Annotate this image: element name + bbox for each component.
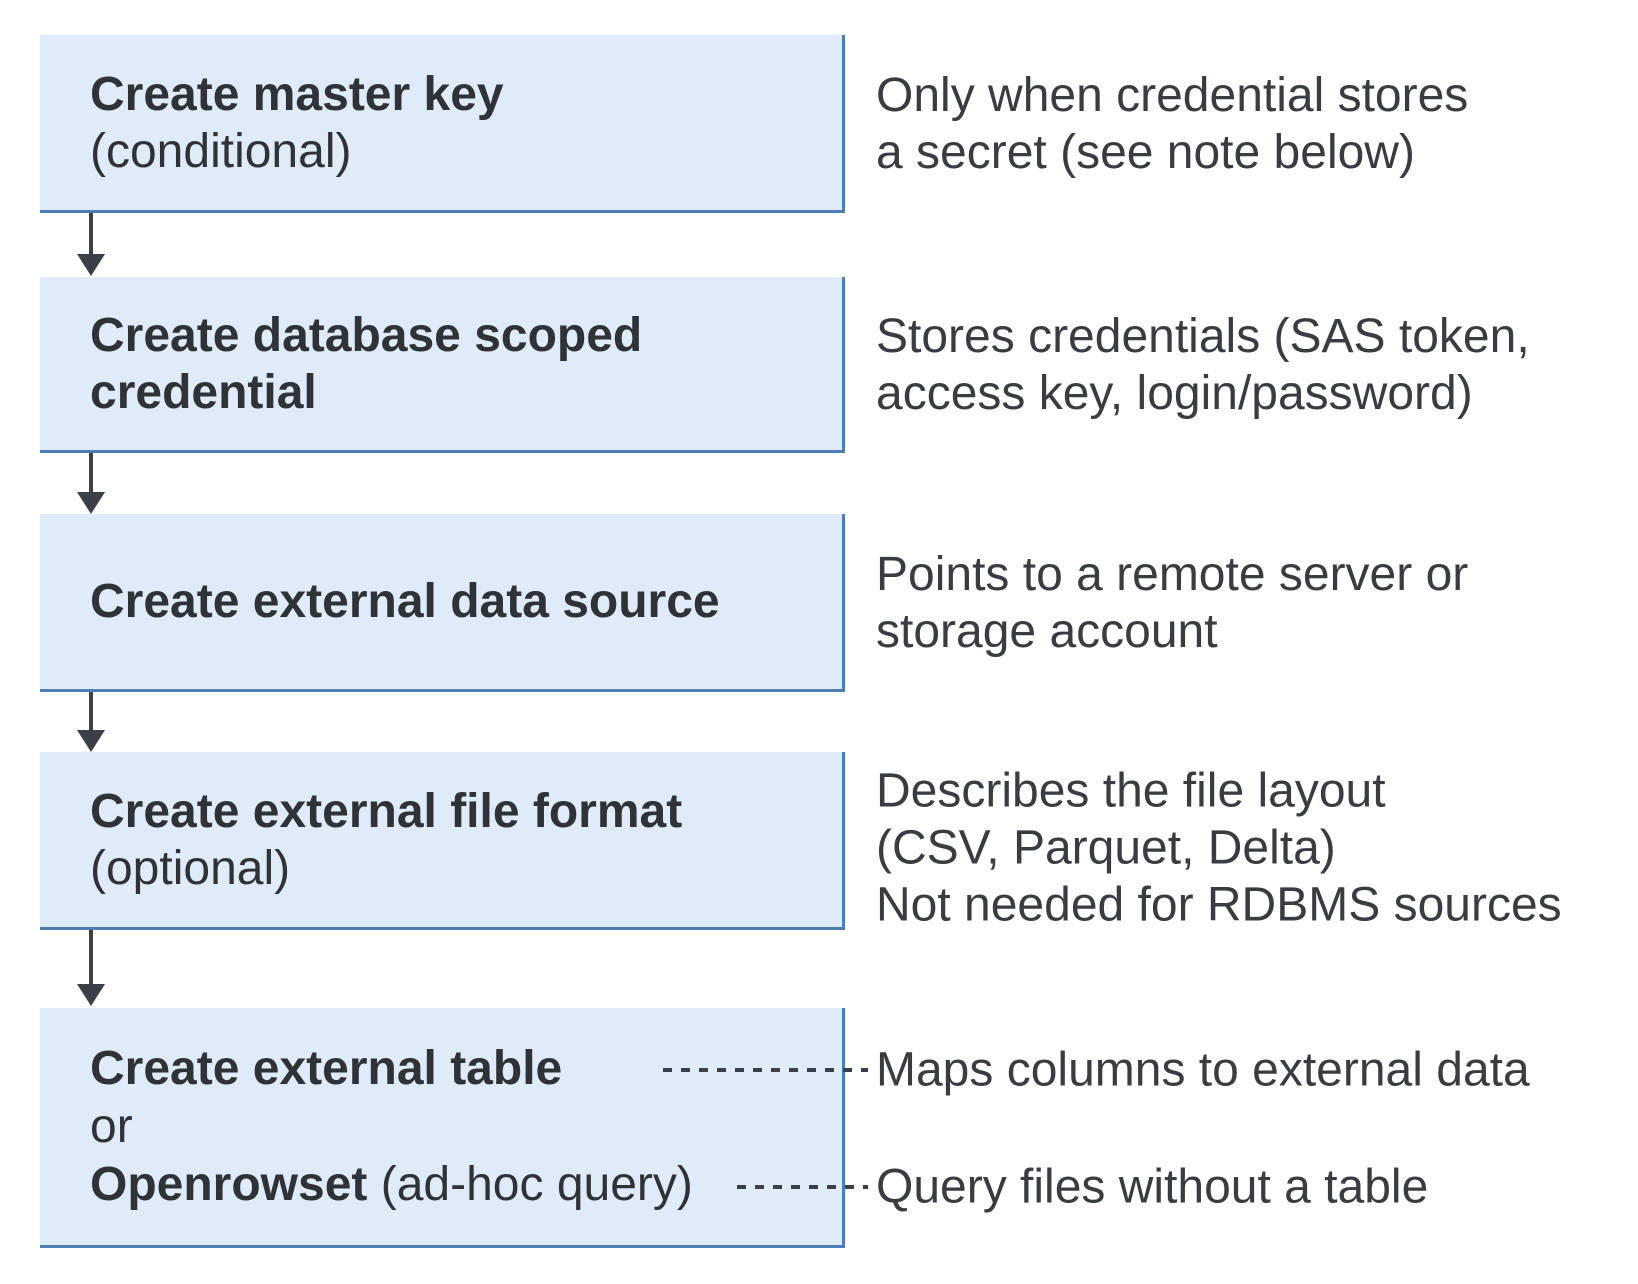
arrow-line bbox=[89, 213, 93, 258]
arrow-head-icon bbox=[77, 492, 105, 514]
note-query-files: Query files without a table bbox=[876, 1160, 1429, 1214]
note-create-external-data-source: Points to a remote server or storage acc… bbox=[876, 548, 1469, 658]
flow-arrow-4 bbox=[77, 930, 105, 1006]
flow-box-create-external-table-or-openrowset: Create external table or Openrowset (ad-… bbox=[40, 1008, 845, 1248]
box-title-openrowset: Openrowset (ad-hoc query) bbox=[90, 1156, 822, 1214]
arrow-line bbox=[89, 692, 93, 734]
arrow-line bbox=[89, 453, 93, 496]
arrow-line bbox=[89, 930, 93, 988]
dashed-connector-openrowset bbox=[737, 1185, 868, 1189]
dashed-connector-external-table bbox=[663, 1068, 868, 1072]
note-create-database-scoped-credential: Stores credentials (SAS token, access ke… bbox=[876, 310, 1530, 420]
flow-box-create-database-scoped-credential: Create database scoped credential bbox=[40, 277, 845, 453]
flow-arrow-3 bbox=[77, 692, 105, 752]
box-title-create-external-data-source: Create external data source bbox=[90, 575, 720, 628]
box-text-or: or bbox=[90, 1099, 133, 1153]
openrowset-suffix: (ad-hoc query) bbox=[367, 1157, 693, 1211]
flow-arrow-1 bbox=[77, 213, 105, 276]
flow-arrow-2 bbox=[77, 453, 105, 514]
openrowset-label: Openrowset bbox=[90, 1157, 368, 1211]
box-title-create-master-key: Create master key bbox=[90, 67, 504, 121]
flow-box-create-external-data-source: Create external data source bbox=[40, 514, 845, 692]
arrow-head-icon bbox=[77, 254, 105, 276]
note-maps-columns: Maps columns to external data bbox=[876, 1043, 1530, 1097]
arrow-head-icon bbox=[77, 730, 105, 752]
box-title-create-external-table: Create external table bbox=[90, 1040, 822, 1098]
box-subtitle-conditional: (conditional) bbox=[90, 124, 352, 178]
flow-box-create-master-key: Create master key (conditional) bbox=[40, 35, 845, 213]
flow-box-create-external-file-format: Create external file format (optional) bbox=[40, 752, 845, 930]
box-title-create-database-scoped-credential: Create database scoped credential bbox=[90, 308, 643, 419]
note-create-external-file-format: Describes the file layout (CSV, Parquet,… bbox=[876, 764, 1562, 932]
box-subtitle-optional: (optional) bbox=[90, 841, 291, 895]
note-create-master-key: Only when credential stores a secret (se… bbox=[876, 69, 1469, 179]
create-external-table-label: Create external table bbox=[90, 1041, 563, 1095]
arrow-head-icon bbox=[77, 984, 105, 1006]
box-title-create-external-file-format: Create external file format bbox=[90, 784, 683, 838]
